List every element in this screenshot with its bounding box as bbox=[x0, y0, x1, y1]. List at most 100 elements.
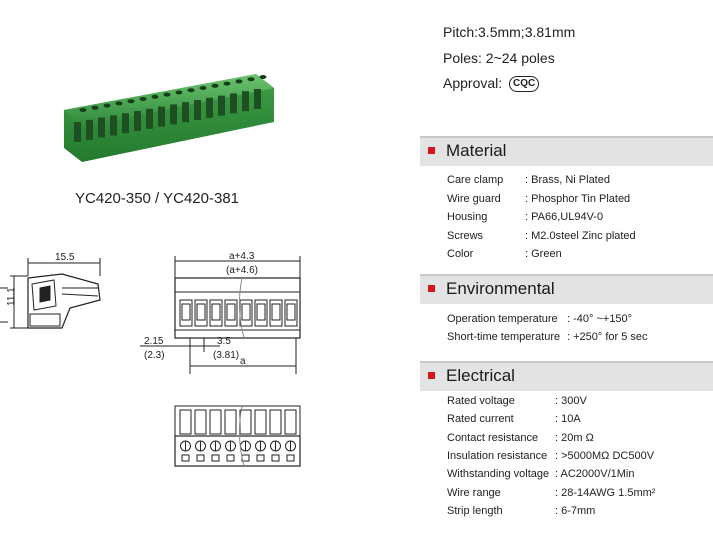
front-cell bbox=[209, 299, 223, 327]
spec-label: Color bbox=[447, 248, 474, 260]
bottom-slot bbox=[224, 409, 237, 435]
spec-value: : 300V bbox=[555, 395, 587, 407]
bottom-slot bbox=[194, 409, 207, 435]
bottom-slot bbox=[179, 409, 192, 435]
spec-label: Contact resistance bbox=[447, 431, 539, 444]
wire-entry-slot bbox=[134, 111, 141, 131]
front-cell bbox=[194, 299, 208, 327]
wire-entry-slot bbox=[230, 93, 237, 114]
spec-label: Screws bbox=[447, 229, 484, 242]
spec-label: Insulation resistance bbox=[447, 449, 548, 462]
wire-entry-slot bbox=[254, 89, 261, 109]
spec-value: : Green bbox=[525, 248, 562, 260]
spec-label: Rated voltage bbox=[447, 395, 515, 407]
top-dim-primary: a+4.3 bbox=[229, 251, 255, 262]
front-cell-inner bbox=[256, 303, 266, 321]
front-cell-inner bbox=[181, 303, 191, 321]
spec-value: : >5000MΩ DC500V bbox=[555, 449, 655, 462]
bullet-icon bbox=[428, 285, 435, 292]
pitch-spec: Pitch:3.5mm;3.81mm bbox=[443, 24, 576, 40]
spec-label: Operation temperature bbox=[447, 313, 558, 325]
screw-hole bbox=[103, 103, 111, 108]
wire-entry-slot bbox=[206, 97, 213, 118]
screw-hole bbox=[175, 90, 183, 95]
model-number: YC420-350 / YC420-381 bbox=[75, 190, 240, 207]
wire-entry-slot bbox=[242, 91, 249, 112]
screw-hole bbox=[235, 79, 243, 84]
front-cell-inner bbox=[286, 303, 296, 321]
wire-hole bbox=[256, 454, 265, 462]
front-cell bbox=[269, 299, 283, 327]
side-width-dim: 15.5 bbox=[55, 252, 75, 263]
bottom-slot bbox=[254, 409, 267, 435]
wire-hole bbox=[286, 454, 295, 462]
bullet-icon bbox=[428, 372, 435, 379]
front-cell-inner bbox=[226, 303, 236, 321]
spec-label: Short-time temperature bbox=[447, 331, 561, 343]
spec-label: Care clamp bbox=[447, 174, 504, 186]
electrical-section-header: Electrical bbox=[420, 361, 713, 391]
screw-hole bbox=[247, 77, 255, 82]
connector-photo bbox=[64, 74, 274, 162]
wire-entry-slot bbox=[218, 95, 225, 116]
spec-value: : Phosphor Tin Plated bbox=[525, 192, 631, 205]
wire-entry-slot bbox=[122, 113, 129, 134]
spec-value: : 6-7mm bbox=[555, 504, 596, 517]
spec-value: : 20m Ω bbox=[555, 431, 594, 444]
left-dim-primary: 2.15 bbox=[144, 336, 164, 347]
bottom-view-drawing bbox=[174, 405, 301, 467]
cqc-mark-icon: CQC bbox=[509, 76, 540, 93]
bottom-slot bbox=[239, 409, 252, 435]
wire-entry-slot bbox=[194, 100, 201, 120]
spec-label: Wire guard bbox=[447, 192, 501, 205]
bottom-dim: a bbox=[240, 356, 246, 367]
wire-entry-slot bbox=[98, 117, 105, 138]
spec-value: : 28-14AWG 1.5mm² bbox=[555, 486, 656, 499]
approval-label: Approval: bbox=[443, 75, 503, 91]
spec-label: Strip length bbox=[447, 504, 503, 517]
material-title: Material bbox=[446, 141, 507, 160]
screw-hole bbox=[151, 94, 159, 99]
screw-hole bbox=[139, 97, 147, 101]
front-cell-inner bbox=[271, 303, 281, 321]
screw-hole bbox=[199, 86, 207, 90]
wire-hole bbox=[196, 454, 205, 462]
bottom-slot bbox=[269, 409, 282, 435]
front-cell bbox=[179, 299, 193, 327]
pitch-dim-secondary: (3.81) bbox=[213, 350, 239, 361]
screw-hole bbox=[163, 92, 171, 97]
pitch-dim-primary: 3.5 bbox=[217, 336, 231, 347]
wire-hole bbox=[271, 454, 280, 462]
spec-label: Housing bbox=[447, 211, 488, 223]
wire-entry-slot bbox=[74, 122, 81, 142]
material-section-header: Material bbox=[420, 136, 713, 166]
electrical-title: Electrical bbox=[446, 366, 515, 385]
environmental-section-header: Environmental bbox=[420, 274, 713, 304]
spec-value: : +250° for 5 sec bbox=[567, 331, 648, 343]
front-cell-inner bbox=[211, 303, 221, 321]
spec-label: Rated current bbox=[447, 413, 514, 426]
technical-drawing: 15.5 11.1 a+4.3 (a+4.6) 2.15 (2.3) 3.5 (… bbox=[0, 251, 301, 467]
spec-value: : 10A bbox=[555, 413, 581, 426]
front-cell bbox=[284, 299, 298, 327]
screw-hole bbox=[223, 81, 231, 86]
screw-hole bbox=[115, 101, 123, 106]
wire-entry-slot bbox=[110, 115, 117, 136]
screw-hole bbox=[79, 108, 87, 112]
front-cell-inner bbox=[241, 303, 251, 321]
spec-value: : AC2000V/1Min bbox=[555, 468, 635, 481]
front-cell bbox=[254, 299, 268, 327]
top-dim-secondary: (a+4.6) bbox=[226, 265, 258, 276]
side-view-drawing: 15.5 11.1 bbox=[0, 252, 101, 329]
spec-value: : -40° ~+150° bbox=[567, 313, 633, 325]
poles-spec: Poles: 2~24 poles bbox=[443, 50, 555, 66]
wire-entry-slot bbox=[146, 108, 153, 129]
front-cell bbox=[224, 299, 238, 327]
spec-value: : PA66,UL94V-0 bbox=[525, 211, 604, 223]
screw-hole bbox=[259, 75, 267, 79]
bullet-icon bbox=[428, 147, 435, 154]
front-view-drawing: a+4.3 (a+4.6) 2.15 (2.3) 3.5 (3.81) a bbox=[140, 251, 301, 374]
spec-label: Withstanding voltage bbox=[447, 468, 550, 481]
wire-hole bbox=[181, 454, 190, 462]
wire-entry-slot bbox=[158, 106, 165, 127]
